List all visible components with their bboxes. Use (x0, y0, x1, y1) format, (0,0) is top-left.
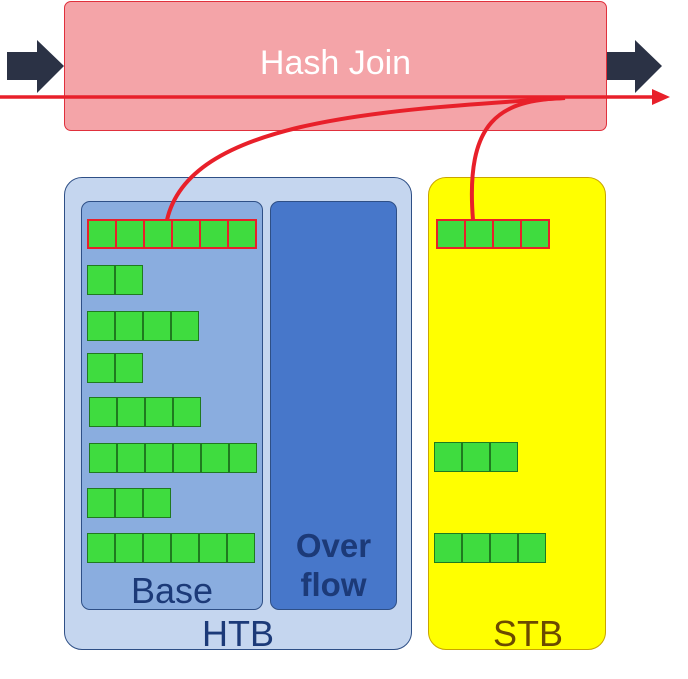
base-bucket-cell (173, 221, 199, 247)
base-bucket-cell (172, 312, 198, 340)
base-bucket-cell (88, 312, 114, 340)
base-bucket-cell (144, 489, 170, 517)
stb-bucket-cell (466, 221, 492, 247)
input-arrow-icon (7, 40, 64, 93)
base-bucket (87, 353, 143, 383)
base-bucket-cell (90, 398, 116, 426)
stb-bucket (434, 533, 546, 563)
base-bucket-cell (116, 354, 142, 382)
base-bucket-cell (88, 354, 114, 382)
base-bucket-cell (88, 489, 114, 517)
base-bucket-cell (230, 444, 256, 472)
stb-bucket (436, 219, 550, 249)
stb-lookup-curve (469, 96, 566, 221)
base-label: Base (130, 570, 214, 611)
base-bucket-cell (89, 221, 115, 247)
base-bucket-cell (144, 312, 170, 340)
stb-bucket-cell (494, 221, 520, 247)
base-bucket-cell (145, 221, 171, 247)
base-bucket (87, 219, 257, 249)
base-bucket (89, 397, 201, 427)
base-bucket-cell (88, 534, 114, 562)
base-bucket-cell (116, 534, 142, 562)
base-bucket-cell (90, 444, 116, 472)
output-arrow-icon (607, 40, 662, 93)
stb-bucket (434, 442, 518, 472)
base-bucket-cell (118, 444, 144, 472)
base-bucket-cell (174, 398, 200, 426)
base-bucket-cell (88, 266, 114, 294)
base-bucket-cell (146, 398, 172, 426)
overflow-region (270, 201, 397, 610)
base-bucket-cell (228, 534, 254, 562)
base-bucket-cell (116, 489, 142, 517)
base-bucket (89, 443, 257, 473)
stb-bucket-cell (438, 221, 464, 247)
stb-bucket-cell (463, 534, 489, 562)
stb-label: STB (492, 613, 563, 654)
base-bucket-cell (146, 444, 172, 472)
base-bucket-cell (116, 312, 142, 340)
stb-bucket-cell (519, 534, 545, 562)
htb-lookup-curve (165, 96, 566, 221)
stb-bucket-cell (435, 534, 461, 562)
base-bucket (87, 533, 255, 563)
base-bucket-cell (229, 221, 255, 247)
stb-bucket-cell (463, 443, 489, 471)
base-bucket (87, 311, 199, 341)
stb-bucket-cell (491, 443, 517, 471)
probe-flow-arrowhead-icon (652, 89, 670, 105)
stb-bucket-cell (522, 221, 548, 247)
htb-label: HTB (202, 613, 274, 654)
overflow-label-line2: flow (300, 566, 367, 603)
base-bucket-cell (116, 266, 142, 294)
overflow-label-line1: Over (295, 527, 372, 564)
base-bucket-cell (201, 221, 227, 247)
base-bucket (87, 488, 171, 518)
base-bucket-cell (172, 534, 198, 562)
stb-bucket-cell (435, 443, 461, 471)
stb-bucket-cell (491, 534, 517, 562)
base-bucket-cell (117, 221, 143, 247)
base-bucket-cell (144, 534, 170, 562)
hash-join-box (64, 1, 607, 131)
base-bucket-cell (200, 534, 226, 562)
base-bucket-cell (174, 444, 200, 472)
base-bucket-cell (202, 444, 228, 472)
hash-join-label: Hash Join (259, 44, 412, 82)
base-bucket-cell (118, 398, 144, 426)
overflow-label: Over flow (270, 526, 397, 604)
stb-container (428, 177, 606, 650)
base-bucket (87, 265, 143, 295)
